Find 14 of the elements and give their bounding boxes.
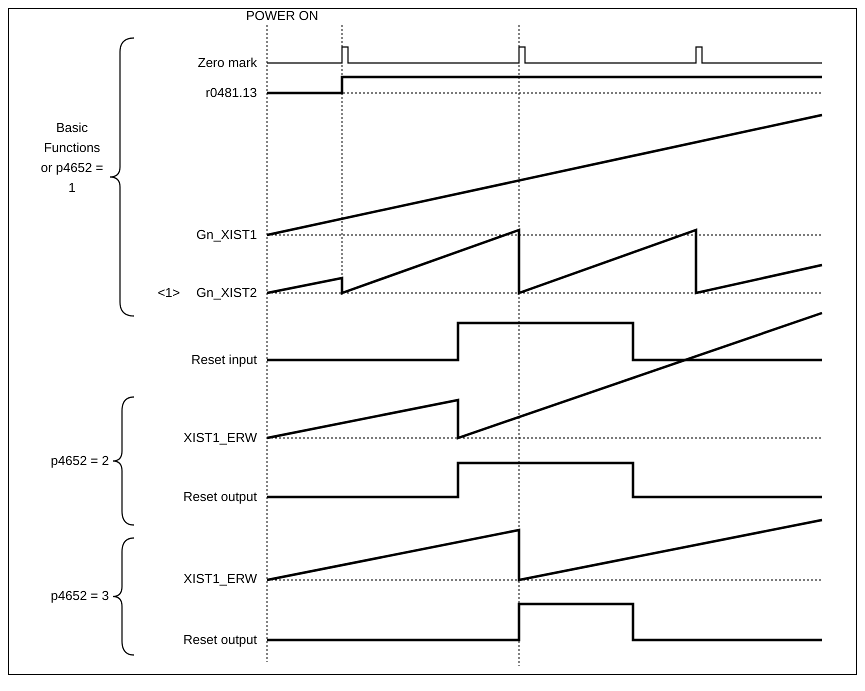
group-label: p4652 = 2 — [50, 453, 109, 469]
group-label: p4652 = 3 — [50, 588, 109, 604]
footnote-mark: <1> — [158, 285, 180, 301]
signal-label: Gn_XIST2 — [196, 285, 257, 301]
signal-label: Reset output — [183, 489, 257, 505]
signal-label: Reset output — [183, 632, 257, 648]
event-label: POWER ON — [246, 8, 318, 24]
signal-label: XIST1_ERW — [184, 571, 257, 587]
signal-label: XIST1_ERW — [184, 430, 257, 446]
signal-label: Zero mark — [198, 55, 257, 71]
signal-label: Gn_XIST1 — [196, 227, 257, 243]
group-label: Basic Functions or p4652 = 1 — [40, 119, 104, 197]
signal-label: Reset input — [191, 352, 257, 368]
signal-label: r0481.13 — [206, 85, 257, 101]
